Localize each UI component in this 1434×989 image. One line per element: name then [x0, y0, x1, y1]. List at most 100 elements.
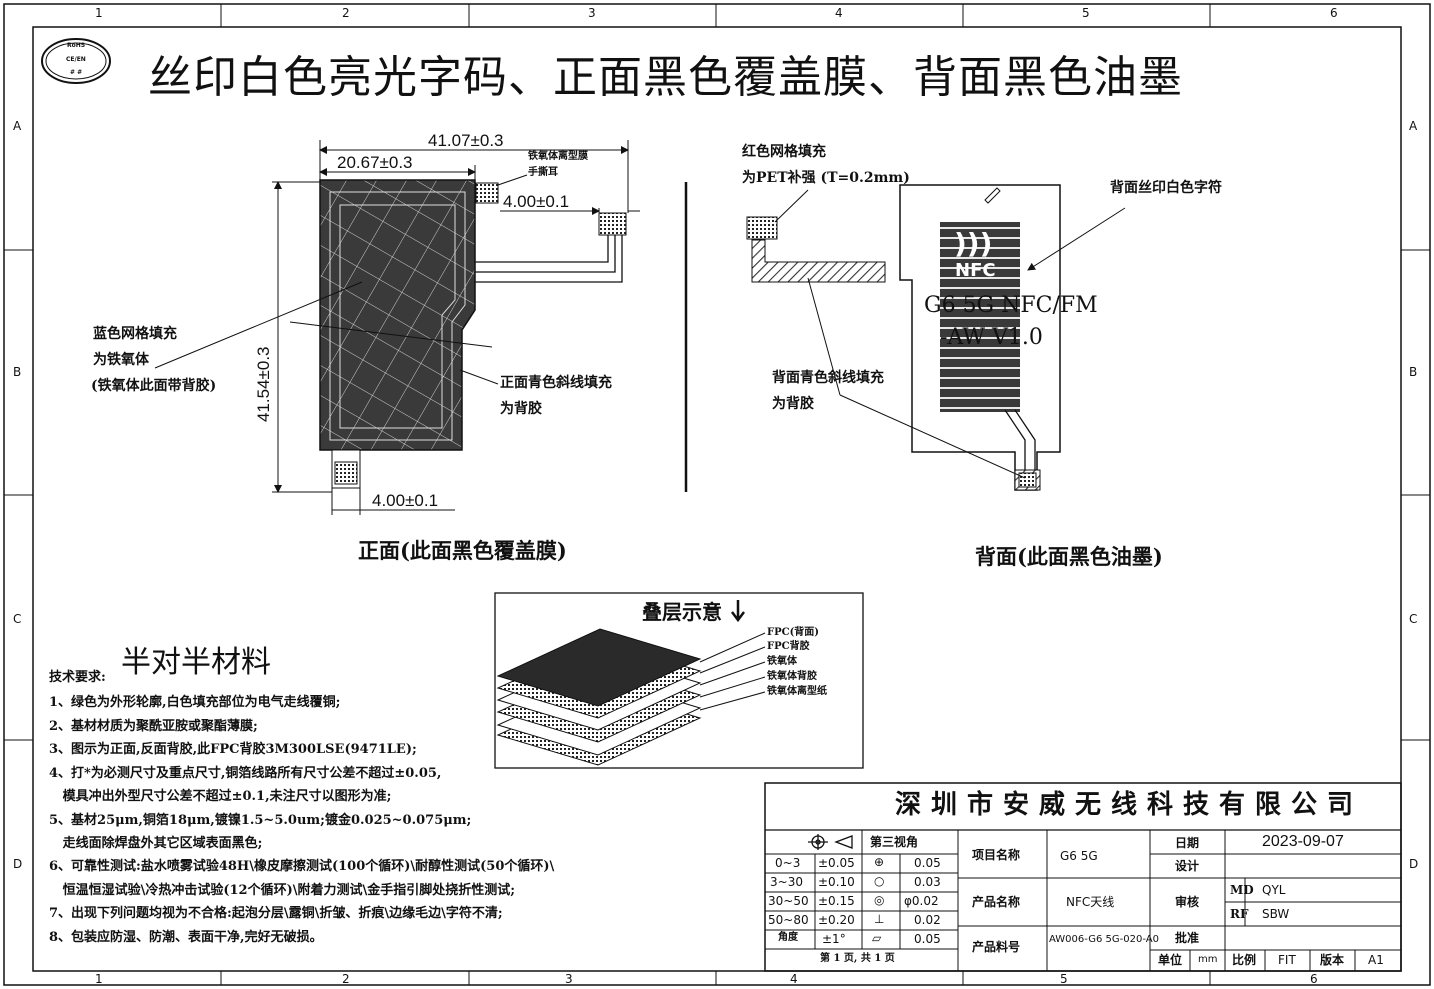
zone-ticks [4, 4, 1430, 985]
nfc-logo-icon: ))) [954, 227, 993, 260]
tol-range-3: 30~50 [768, 894, 809, 908]
tol-value-4: ±0.20 [818, 913, 855, 927]
unit-label: 单位 [1158, 953, 1183, 967]
projection-icon [808, 834, 853, 850]
zone-col-4-bottom: 4 [790, 972, 798, 986]
tol-symbol-2-icon: ○ [874, 874, 885, 888]
requirement-5-cont: 走线面除焊盘外其它区域表面黑色; [49, 836, 263, 851]
requirement-3: 3、图示为正面,反面背胶,此FPC背胶3M300LSE(9471LE); [49, 742, 417, 757]
requirements-heading: 技术要求: [49, 670, 106, 685]
stack-layer-5: 铁氧体离型纸 [767, 686, 827, 697]
stack-layer-1: FPC(背面) [767, 627, 820, 638]
zone-col-3: 3 [588, 6, 596, 20]
dim-tab-top: 4.00±0.1 [503, 192, 570, 211]
unit-value: mm [1198, 954, 1218, 965]
down-arrow-icon [731, 600, 745, 623]
back-view [746, 184, 1126, 491]
scale-value: FIT [1278, 953, 1296, 967]
zone-col-4: 4 [835, 6, 843, 20]
rev-label: 版本 [1320, 953, 1345, 967]
project-label: 项目名称 [972, 848, 1021, 862]
geo-value-1: 0.05 [914, 856, 941, 870]
geo-value-5: 0.05 [914, 932, 941, 946]
zone-row-c: C [13, 612, 22, 626]
front-caption: 正面(此面黑色覆盖膜) [358, 538, 567, 563]
front-view [154, 140, 640, 515]
label-back-adhesive-line-2: 为背胶 [772, 396, 814, 412]
requirement-4-cont: 模具冲出外型尺寸公差不超过±0.1,未注尺寸以图形为准; [49, 789, 392, 804]
stack-diagram [494, 592, 864, 769]
zone-col-2: 2 [342, 6, 350, 20]
label-ferrite-line-3: (铁氧体此面带背胶) [91, 378, 217, 394]
zone-col-6-bottom: 6 [1310, 972, 1318, 986]
label-back-adhesive-line-1: 背面青色斜线填充 [772, 370, 884, 386]
label-stiffener-line-2: 为PET补强 (T=0.2mm) [742, 170, 910, 186]
label-stiffener-line-1: 红色网格填充 [742, 144, 826, 160]
requirement-8: 8、包装应防湿、防潮、表面干净,完好无破损。 [49, 930, 323, 945]
company-name: 深圳市安威无线科技有限公司 [895, 790, 1364, 820]
md-value: QYL [1262, 883, 1286, 897]
dim-inner-width: 20.67±0.3 [337, 153, 413, 172]
zone-col-1-bottom: 1 [95, 972, 103, 986]
tear-tab [475, 182, 499, 204]
label-tear-line-1: 铁氧体离型膜 [528, 151, 588, 162]
nfc-text: NFC [955, 260, 996, 281]
zone-col-5-bottom: 5 [1060, 972, 1068, 986]
logo-oval [41, 38, 111, 84]
tol-value-5: ±1° [822, 932, 846, 946]
tol-range-1: 0~3 [775, 856, 801, 870]
tol-value-1: ±0.05 [818, 856, 855, 870]
label-front-adhesive-line-2: 为背胶 [500, 401, 542, 417]
stack-title: 叠层示意 [642, 600, 722, 624]
pet-stiffener [746, 216, 778, 240]
tol-symbol-1-icon: ⊕ [874, 855, 885, 869]
zone-col-3-bottom: 3 [565, 972, 573, 986]
product-marking-line-2: -AW V1.0 [940, 325, 1043, 350]
rf-label: RF [1230, 907, 1249, 921]
label-back-silk: 背面丝印白色字符 [1110, 180, 1222, 196]
back-adhesive [751, 239, 886, 283]
tol-symbol-4-icon: ⊥ [874, 912, 885, 926]
product-label: 产品名称 [972, 895, 1021, 909]
requirement-1: 1、绿色为外形轮廓,白色填充部位为电气走线覆铜; [49, 695, 341, 710]
date-label: 日期 [1175, 836, 1200, 850]
product-marking-line-1: G6 5G NFC/FM [924, 293, 1098, 318]
sheet-count: 第 1 页, 共 1 页 [820, 953, 895, 964]
part-value: AW006-G6 5G-020-A0 [1049, 934, 1159, 945]
review-label: 审核 [1175, 895, 1200, 909]
material-note: 半对半材料 [121, 645, 271, 680]
md-label: MD [1230, 883, 1254, 897]
dim-height: 41.54±0.3 [254, 346, 273, 422]
zone-col-5: 5 [1082, 6, 1090, 20]
tol-range-2: 3~30 [770, 875, 803, 889]
requirement-5: 5、基材25μm,铜箔18μm,镀镍1.5~5.0um;镀金0.025~0.07… [49, 813, 472, 828]
stack-layer-2: FPC背胶 [767, 641, 810, 652]
dim-width: 41.07±0.3 [428, 131, 504, 150]
geo-value-4: 0.02 [914, 913, 941, 927]
stack-layer-3: 铁氧体 [767, 656, 797, 667]
tol-value-3: ±0.15 [818, 894, 855, 908]
rf-value: SBW [1262, 907, 1290, 921]
label-ferrite-line-2: 为铁氧体 [93, 352, 149, 368]
logo-line-1: RoHS [67, 42, 86, 49]
requirement-4: 4、打*为必测尺寸及重点尺寸,铜箔线路所有尺寸公差不超过±0.05, [49, 766, 442, 781]
rev-value: A1 [1368, 953, 1384, 967]
zone-row-b: B [13, 365, 22, 379]
title-block [764, 782, 1402, 972]
logo-line-3: # # [70, 69, 83, 76]
zone-col-2-bottom: 2 [342, 972, 350, 986]
tol-symbol-5-icon: ▱ [872, 931, 882, 945]
zone-row-a-right: A [1409, 119, 1418, 133]
page-title: 丝印白色亮光字码、正面黑色覆盖膜、背面黑色油墨 [148, 52, 1183, 103]
requirement-6-cont: 恒温恒湿试验\冷热冲击试验(12个循环)\附着力测试\金手指引脚处挠折性测试; [49, 883, 516, 898]
zone-row-b-right: B [1409, 365, 1418, 379]
zone-col-6: 6 [1330, 6, 1338, 20]
projection-label: 第三视角 [870, 835, 919, 849]
label-front-adhesive-line-1: 正面青色斜线填充 [500, 375, 612, 391]
zone-row-d: D [13, 857, 23, 871]
dim-tab-bottom: 4.00±0.1 [372, 491, 439, 510]
zone-row-d-right: D [1409, 857, 1419, 871]
nfc-coil [940, 222, 1020, 412]
geo-value-2: 0.03 [914, 875, 941, 889]
date-value: 2023-09-07 [1262, 833, 1344, 850]
